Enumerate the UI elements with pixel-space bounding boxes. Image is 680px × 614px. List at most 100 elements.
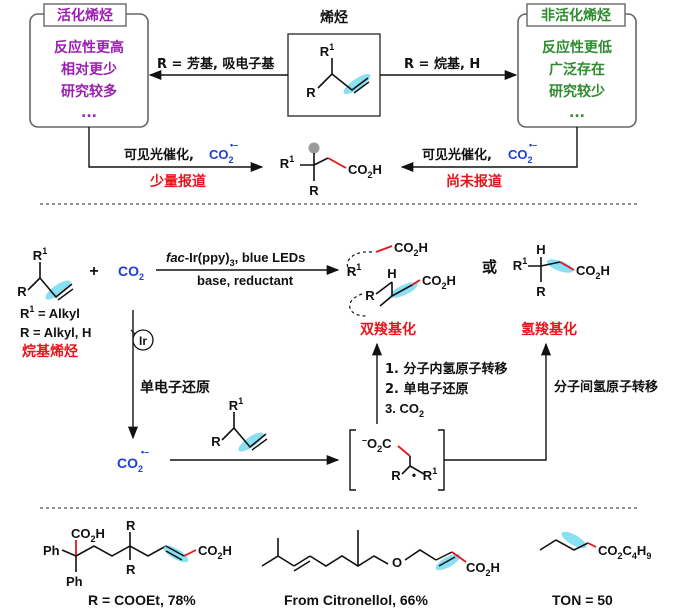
right-radical-sign: •–: [529, 140, 537, 150]
dicarb-r1: R: [347, 264, 357, 279]
alkene-r1: R: [320, 44, 330, 59]
intermediate-dot: •: [412, 468, 416, 482]
svg-text:R1: R1: [280, 154, 294, 171]
intermediate-o: O: [367, 436, 377, 451]
dicarb-co2h-1-h: H: [419, 240, 428, 255]
ex1-caption: R = COOEt, 78%: [88, 592, 196, 608]
example-1: Ph Ph CO2H R R CO2H R = COOEt, 78%: [43, 518, 232, 608]
ex1-r-top: R: [126, 518, 136, 533]
set-label: 单电子还原: [140, 379, 210, 396]
intermediate-o-sub: 2: [377, 444, 382, 454]
svg-text:R1: R1: [423, 466, 437, 483]
middle-co2-sub: 2: [139, 272, 144, 282]
example-2: O CO2H From Citronellol, 66%: [261, 530, 500, 608]
svg-text:CO2H: CO2H: [348, 162, 382, 180]
intermediate-r1-sup: 1: [432, 466, 437, 476]
step-3-sub: 2: [419, 409, 424, 419]
svg-text:fac-Ir(ppy)3, blue LEDs: fac-Ir(ppy)3, blue LEDs: [166, 250, 305, 268]
activated-line-3: 研究较多: [61, 83, 117, 100]
arrow-to-hydrocarboxylation: [444, 342, 552, 461]
right-co2: CO: [508, 147, 528, 162]
left-co2-sub: 2: [229, 155, 234, 165]
top-product-h: H: [373, 162, 382, 177]
unactivated-alkene-box: 非活化烯烃 反应性更低 广泛存在 研究较少 ...: [517, 3, 637, 128]
ex1-ph2: Ph: [66, 574, 83, 589]
hydro-co: CO: [576, 263, 596, 278]
unactivated-line-2: 广泛存在: [549, 61, 605, 78]
top-product-r1-sup: 1: [289, 154, 294, 164]
top-product-co: CO: [348, 162, 368, 177]
intermediate-minus: –: [362, 435, 367, 445]
activated-title: 活化烯烃: [57, 7, 113, 24]
arrow-activated-to-product: [88, 127, 264, 173]
arrow-unactivated-to-product: [400, 127, 578, 173]
svg-text:CO2H: CO2H: [71, 526, 105, 544]
ex1-co-sub: 2: [91, 534, 96, 544]
ex3-h-sub: 9: [646, 551, 651, 561]
dicarboxylation-product: CO2H R1 H CO2H R: [347, 240, 456, 317]
dicarb-h: H: [387, 266, 396, 281]
activated-line-4: ...: [81, 105, 97, 121]
svg-text:CO2: CO2: [209, 147, 234, 165]
svg-text:CO2: CO2: [117, 455, 143, 474]
ex2-co: CO: [466, 560, 486, 575]
alkene-center: 烯烃 R1 R: [287, 9, 381, 117]
step-1: 1. 分子内氢原子转移: [385, 361, 508, 377]
hydro-r1: R: [513, 258, 523, 273]
unactivated-line-3: 研究较少: [549, 83, 605, 100]
alkene-r1-sup: 1: [329, 42, 334, 52]
example-3: CO2C4H9 TON = 50: [539, 531, 651, 608]
hydro-h2: H: [601, 263, 610, 278]
substrate-label: 烷基烯烃: [22, 343, 78, 360]
left-condition: 可见光催化,: [124, 147, 194, 163]
svg-text:R1: R1: [33, 246, 47, 263]
co2-radical: CO: [117, 455, 138, 471]
ex1-co-right-sub: 2: [218, 551, 223, 561]
dicarb-co2h-2-h: H: [447, 273, 456, 288]
svg-text:CO2H: CO2H: [576, 263, 610, 281]
ex1-co: CO: [71, 526, 91, 541]
reagent-main: -Ir(ppy): [185, 250, 230, 265]
substrate-r1-sup: 1: [42, 246, 47, 256]
plus-sign: +: [89, 263, 98, 280]
ex2-co-h: H: [491, 560, 500, 575]
reagent-line2: base, reductant: [197, 273, 294, 288]
dicarb-r1-sup: 1: [356, 262, 361, 272]
ex3-c-sub: 4: [632, 551, 637, 561]
right-arrow-label: R = 烷基, H: [404, 56, 480, 72]
svg-text:O2C: O2C: [367, 436, 392, 454]
reagent-prefix: fac: [166, 250, 186, 265]
intermolecular-label: 分子间氢原子转移: [554, 379, 658, 395]
intermediate-r: R: [391, 468, 401, 483]
arrow-alkene-r1-sup: 1: [238, 396, 243, 406]
r1-def: R: [20, 306, 30, 321]
hydro-h: H: [536, 242, 545, 257]
substrate-r: R: [17, 284, 27, 299]
dicarb-co2h-1-sub: 2: [414, 248, 419, 258]
svg-text:R1: R1: [347, 262, 361, 279]
dicarb-r: R: [365, 288, 375, 303]
svg-text:CO2H: CO2H: [394, 240, 428, 258]
dicarboxylation-label: 双羧基化: [360, 321, 416, 338]
alkene-over-arrow: R1 R: [211, 396, 268, 452]
ex3-caption: TON = 50: [552, 592, 613, 608]
right-co2-sub: 2: [528, 155, 533, 165]
hydro-r1-sup: 1: [522, 256, 527, 266]
alkene-title: 烯烃: [320, 9, 348, 26]
svg-text:R1: R1: [229, 396, 243, 413]
hydro-r: R: [536, 284, 546, 299]
dicarb-co2h-2: CO: [422, 273, 442, 288]
reagent-sub: 3: [230, 258, 235, 268]
svg-text:R1: R1: [320, 42, 334, 59]
left-co2: CO: [209, 147, 229, 162]
right-status: 尚未报道: [446, 173, 502, 190]
ex3-c: C: [623, 543, 633, 558]
reagent-suffix: , blue LEDs: [235, 250, 306, 265]
left-radical-sign: •–: [230, 140, 238, 150]
ex1-ph1: Ph: [43, 543, 60, 558]
svg-text:CO2C4H9: CO2C4H9: [598, 543, 651, 561]
ex1-co-right-h: H: [223, 543, 232, 558]
ir-label: Ir: [139, 334, 147, 348]
svg-text:CO2H: CO2H: [466, 560, 500, 578]
